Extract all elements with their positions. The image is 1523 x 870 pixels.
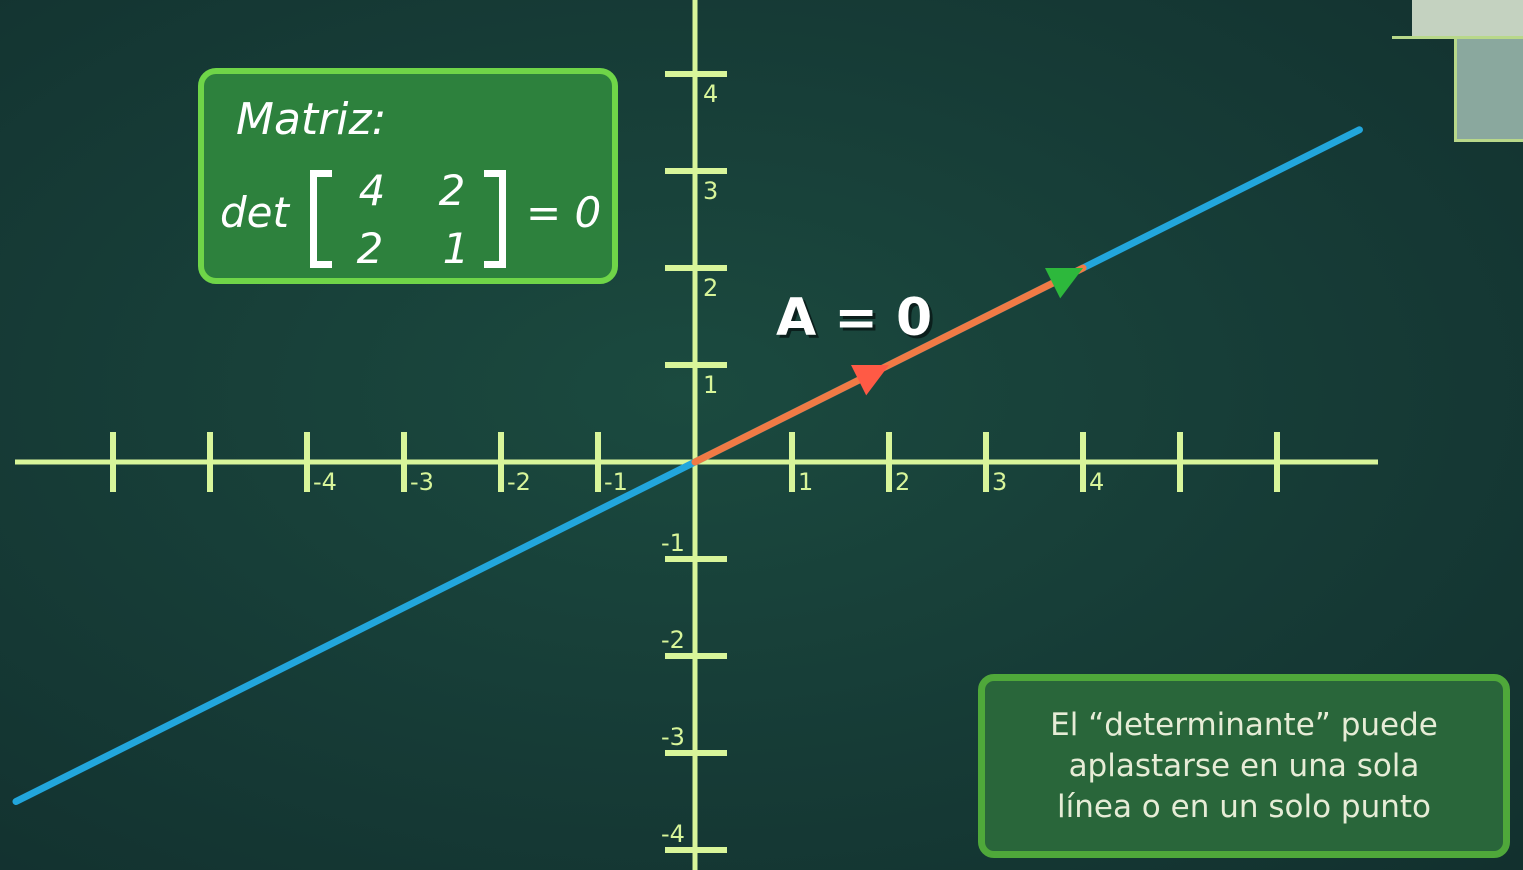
tick-labels: -4 -3 -2 -1 1 2 3 4 4 3 2 1 -1 -2 -3 -4	[313, 80, 1104, 848]
x-tick-label: -2	[507, 468, 531, 496]
span-line	[12, 126, 1363, 805]
matrix-cell-a: 4	[358, 166, 386, 215]
corner-divider	[1392, 36, 1523, 39]
x-tick-label: -4	[313, 468, 337, 496]
x-tick-label: 4	[1089, 468, 1104, 496]
explanation-text: El “determinante” puede aplastarse en un…	[1050, 706, 1438, 825]
x-tick-label: 1	[798, 468, 813, 496]
x-tick-label: -3	[410, 468, 434, 496]
matrix-cell-c: 2	[356, 224, 384, 273]
x-tick-label: 3	[992, 468, 1007, 496]
explanation-panel: El “determinante” puede aplastarse en un…	[978, 674, 1510, 858]
y-tick-label: -2	[661, 626, 685, 654]
i-hat-arrowhead	[1044, 268, 1083, 299]
left-bracket	[310, 170, 332, 268]
matrix-cell-b: 2	[438, 166, 466, 215]
y-tick-label: 1	[703, 371, 718, 399]
det-label: det	[220, 188, 289, 237]
matrix-panel: Matriz: det 4 2 2 1 = 0	[198, 68, 618, 284]
y-tick-label: 3	[703, 177, 718, 205]
right-bracket	[484, 170, 506, 268]
matrix-title: Matriz:	[236, 94, 387, 145]
y-tick-label: 4	[703, 80, 718, 108]
y-tick-label: -1	[661, 529, 685, 557]
matrix-cell-d: 1	[442, 224, 470, 273]
y-tick-label: 2	[703, 274, 718, 302]
area-label: A = 0	[776, 288, 933, 348]
y-tick-label: -3	[661, 723, 685, 751]
x-tick-label: -1	[604, 468, 628, 496]
corner-panel-top	[1412, 0, 1523, 38]
corner-panel-bottom	[1454, 38, 1523, 142]
j-hat-arrowhead	[850, 365, 889, 396]
y-tick-label: -4	[661, 820, 685, 848]
determinant-result: = 0	[526, 188, 602, 237]
x-tick-label: 2	[895, 468, 910, 496]
span-line-layer	[12, 126, 1363, 805]
